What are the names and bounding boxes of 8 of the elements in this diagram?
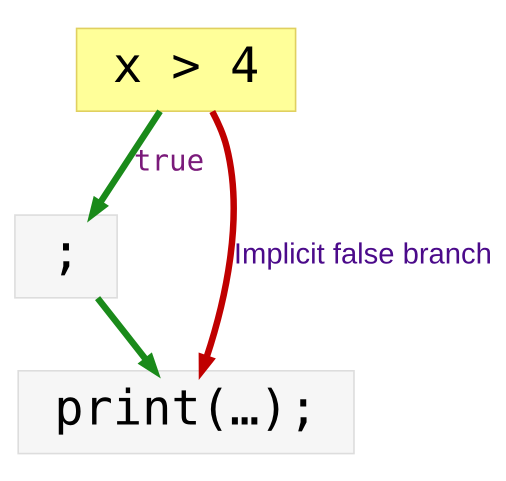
arrow [198, 109, 237, 380]
arrow [95, 296, 161, 378]
edge-label: Implicit false branch [234, 238, 492, 270]
node-box: ; [14, 214, 118, 298]
node-box: print(…); [17, 369, 355, 454]
edge-label: true [134, 142, 204, 177]
node-box: x > 4 [76, 27, 296, 112]
arrow [87, 108, 163, 222]
